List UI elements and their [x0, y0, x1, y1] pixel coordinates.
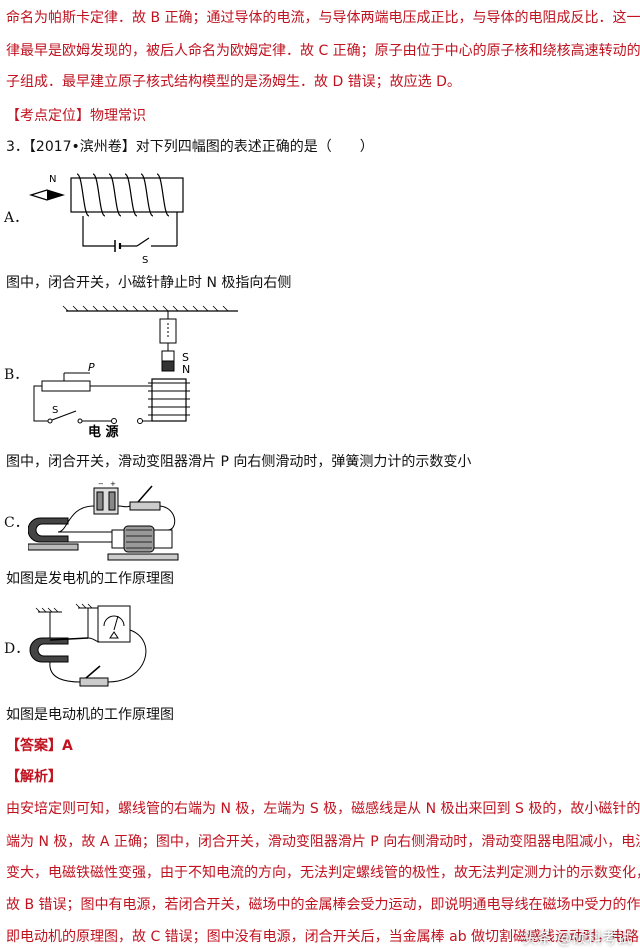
watermark: 头条 @硕科考试 — [522, 929, 632, 947]
analysis-line-4: 故 B 错误；图中有电源，若闭合开关，磁场中的金属棒会受力运动，即说明通电导线在… — [6, 897, 640, 913]
option-b-text: 图中，闭合开关，滑动变阻器滑片 P 向右侧滑动时，弹簧测力计的示数变小 — [6, 454, 472, 470]
slider-p-label: P — [88, 361, 95, 374]
option-d-text: 如图是电动机的工作原理图 — [6, 707, 174, 723]
kaodian-label: 【考点定位】物理常识 — [6, 108, 146, 124]
answer-label: 【答案】A — [6, 738, 73, 754]
analysis-title: 【解析】 — [6, 769, 62, 785]
figure-c-apparatus: − + — [28, 480, 179, 561]
magnet-s-label: S — [182, 351, 189, 364]
analysis-line-5: 即电动机的原理图，故 C 错误；图中没有电源，闭合开关后，当金属棒 ab 做切割… — [6, 929, 640, 945]
option-d-letter: D． — [4, 641, 30, 657]
needle-n-label: N — [49, 174, 56, 185]
figure-b-electromagnet: S N P S 电 源 — [33, 305, 238, 438]
magnet-n-label: N — [182, 363, 190, 376]
analysis-line-2: 端为 N 极，故 A 正确；图中，闭合开关，滑动变阻器滑片 P 向右侧滑动时，滑… — [6, 834, 640, 850]
analysis-line-1: 由安培定则可知，螺线管的右端为 N 极，左端为 S 极，磁感线是从 N 极出来回… — [6, 801, 640, 817]
option-b-letter: B． — [4, 367, 29, 383]
switch-s-label-b: S — [52, 405, 58, 416]
svg-text:−: − — [98, 480, 104, 488]
solution-line-1: 命名为帕斯卡定律．故 B 正确；通过导体的电流，与导体两端电压成正比，与导体的电… — [6, 10, 640, 26]
power-source-label: 电 源 — [88, 424, 119, 438]
question-stem: 3．【2017•滨州卷】对下列四幅图的表述正确的是（ ） — [6, 139, 374, 155]
svg-text:+: + — [110, 480, 116, 488]
analysis-line-3: 变大，电磁铁磁性变强，由于不知电流的方向，无法判定螺线管的极性，故无法判定测力计… — [6, 865, 640, 881]
solution-line-2: 律最早是欧姆发现的，被后人命名为欧姆定律．故 C 正确；原子由位于中心的原子核和… — [6, 43, 640, 59]
figure-a-solenoid: N S — [28, 173, 184, 266]
figure-d-apparatus — [29, 603, 147, 687]
option-c-letter: C． — [4, 515, 29, 531]
switch-s-label: S — [142, 255, 148, 266]
option-a-letter: A． — [4, 210, 29, 226]
option-c-text: 如图是发电机的工作原理图 — [6, 571, 174, 587]
solution-line-3: 子组成．最早建立原子核式结构模型的是汤姆生．故 D 错误；故应选 D。 — [6, 74, 461, 90]
option-a-text: 图中，闭合开关，小磁针静止时 N 极指向右侧 — [6, 275, 292, 291]
